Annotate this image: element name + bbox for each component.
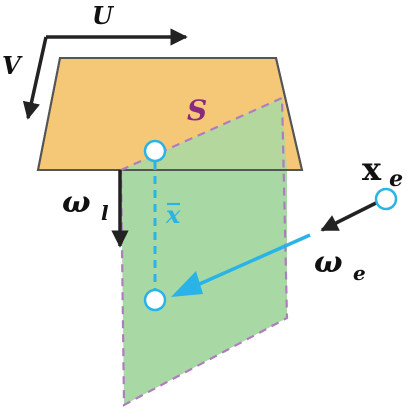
omega-e-ray-arrowhead [171, 271, 203, 297]
xe-subscript: e [389, 166, 403, 192]
omega-l-label: ω l [62, 185, 109, 225]
omega-e-label: ω e [314, 245, 366, 285]
omega-e-arrow-outer [320, 199, 381, 232]
xe-label: x e [362, 150, 403, 192]
x-bar-label: x [165, 200, 181, 229]
omega-e-base: ω [314, 245, 343, 280]
projected-plane-outline [119, 96, 289, 407]
projected-point-bottom [143, 288, 167, 312]
v-axis-arrow [22, 36, 48, 120]
s-label: S [187, 94, 207, 127]
v-label: V [2, 51, 23, 80]
u-label: U [92, 1, 115, 30]
projected-plane-lower [121, 170, 287, 405]
surface-trapezoid-outline [36, 57, 304, 171]
xe-point [374, 187, 398, 211]
omega-e-ray [185, 233, 311, 292]
omega-l-base: ω [62, 185, 91, 220]
omega-e-subscript: e [353, 261, 366, 285]
omega-l-subscript: l [101, 201, 109, 225]
surface-point-top [143, 139, 167, 163]
xe-base: x [362, 150, 382, 188]
